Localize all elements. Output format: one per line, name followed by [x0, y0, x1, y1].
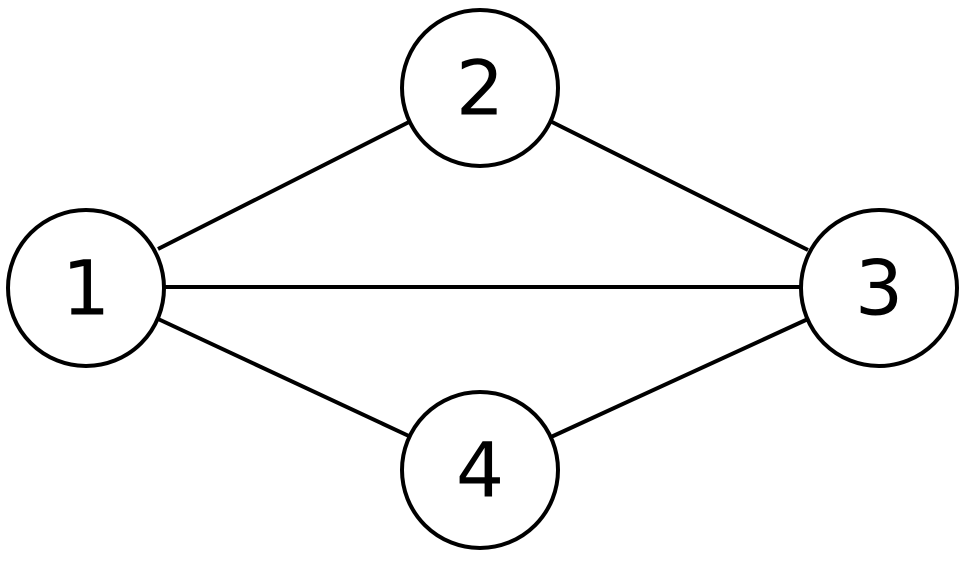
edge-layer	[155, 119, 809, 439]
node-layer: 1 2 3 4	[6, 8, 959, 550]
node-circle-3[interactable]	[799, 208, 959, 368]
graph-node-3[interactable]: 3	[799, 208, 959, 368]
graph-node-4[interactable]: 4	[400, 390, 560, 550]
graph-edge-4-3[interactable]	[550, 317, 809, 439]
node-label-1: 1	[62, 244, 110, 333]
node-label-2: 2	[456, 44, 504, 133]
node-circle-4[interactable]	[400, 390, 560, 550]
node-label-3: 3	[855, 244, 903, 333]
node-circle-2[interactable]	[400, 8, 560, 168]
graph-node-1[interactable]: 1	[6, 208, 166, 368]
node-label-4: 4	[456, 426, 504, 515]
node-circle-1[interactable]	[6, 208, 166, 368]
graph-edge-2-3[interactable]	[549, 119, 809, 252]
graph-node-2[interactable]: 2	[400, 8, 560, 168]
graph-edge-1-2[interactable]	[157, 119, 412, 251]
graph-edge-1-4[interactable]	[155, 316, 412, 439]
